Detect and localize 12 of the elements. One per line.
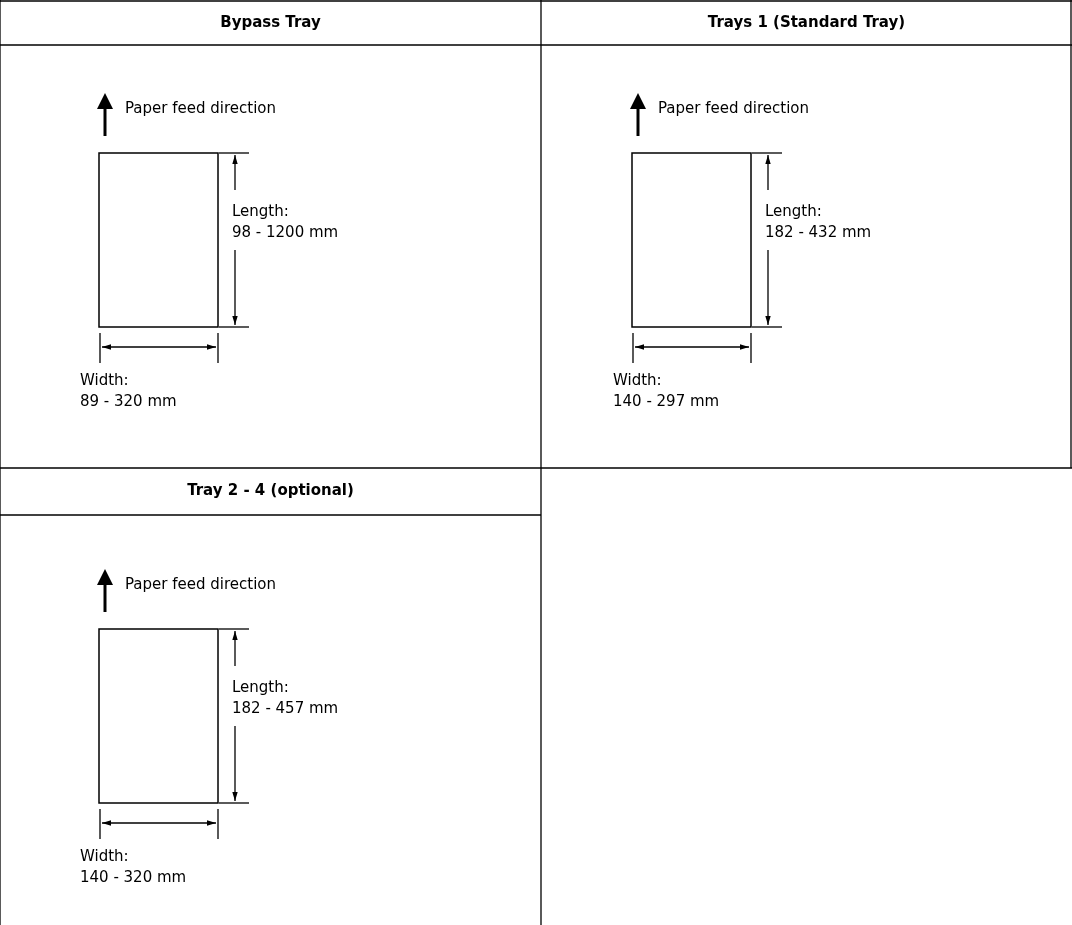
column-header: Tray 2 - 4 (optional)	[186, 481, 355, 499]
dimension-label: Width: 140 - 320 mm	[80, 846, 187, 888]
dimension-label: Length: 182 - 432 mm	[765, 201, 872, 243]
dimension-label: Width: 89 - 320 mm	[80, 370, 177, 412]
column-header: Trays 1 (Standard Tray)	[706, 13, 907, 31]
dimension-label: Length: 98 - 1200 mm	[232, 201, 339, 243]
dimension-label: Length: 182 - 457 mm	[232, 677, 339, 719]
direction-label: Paper feed direction	[125, 98, 276, 119]
direction-label: Paper feed direction	[125, 574, 276, 595]
column-header: Bypass Tray	[219, 13, 322, 31]
dimension-label: Width: 140 - 297 mm	[613, 370, 720, 412]
direction-label: Paper feed direction	[658, 98, 809, 119]
